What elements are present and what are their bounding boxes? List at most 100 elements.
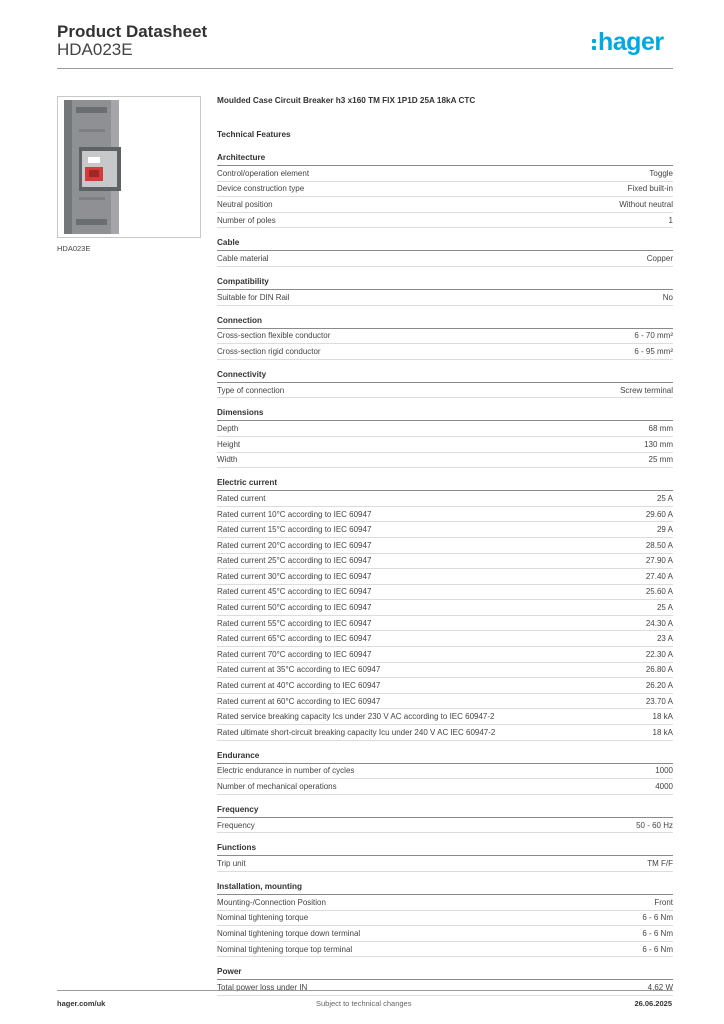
spec-label: Rated service breaking capacity Ics unde…	[217, 712, 495, 722]
spec-row: Rated service breaking capacity Ics unde…	[217, 709, 673, 726]
spec-label: Cable material	[217, 254, 269, 264]
spec-label: Suitable for DIN Rail	[217, 292, 290, 302]
spec-row: Rated current at 40°C according to IEC 6…	[217, 678, 673, 694]
spec-label: Type of connection	[217, 385, 285, 395]
spec-row: Nominal tightening torque top terminal 6 …	[217, 942, 673, 958]
spec-value: Without neutral	[619, 199, 673, 209]
spec-value: 25.60 A	[645, 587, 673, 597]
spec-label: Mounting-/Connection Position	[217, 897, 326, 907]
spec-value: 26.80 A	[645, 665, 673, 675]
spec-value: 25 mm	[648, 455, 673, 465]
spec-value: 1	[668, 215, 673, 225]
spec-label: Depth	[217, 424, 239, 434]
spec-value: 29.60 A	[645, 509, 673, 519]
spec-label: Electric endurance in number of cycles	[217, 766, 355, 776]
section-title: Frequency	[217, 804, 673, 818]
spec-label: Nominal tightening torque down terminal	[217, 928, 361, 938]
spec-value: 23.70 A	[645, 696, 673, 706]
spec-label: Number of mechanical operations	[217, 782, 337, 792]
section-title: Dimensions	[217, 407, 673, 422]
spec-row: Rated current 65°C according to IEC 6094…	[217, 631, 673, 648]
spec-label: Neutral position	[217, 199, 273, 209]
spec-value: 25 A	[656, 493, 673, 503]
spec-label: Rated current 55°C according to IEC 6094…	[217, 618, 372, 628]
features-heading: Technical Features	[217, 130, 291, 139]
section-title: Electric current	[217, 477, 673, 492]
spec-row: Height 130 mm	[217, 437, 673, 453]
section-title: Cable	[217, 237, 673, 252]
spec-row: Type of connection Screw terminal	[217, 383, 673, 399]
spec-value: 18 kA	[652, 712, 673, 722]
spec-value: 26.20 A	[645, 681, 673, 691]
spec-label: Height	[217, 439, 241, 449]
spec-label: Rated current 45°C according to IEC 6094…	[217, 587, 372, 597]
spec-label: Trip unit	[217, 859, 246, 869]
spec-value: 68 mm	[648, 424, 673, 434]
footer-website-link[interactable]: hager.com/uk	[57, 999, 106, 1008]
spec-row: Cable material Copper	[217, 251, 673, 267]
spec-value: 29 A	[656, 525, 673, 535]
spec-label: Rated current at 40°C according to IEC 6…	[217, 681, 381, 691]
section-title: Architecture	[217, 152, 673, 166]
spec-row: Electric endurance in number of cycles 10…	[217, 764, 673, 780]
spec-row: Rated current at 35°C according to IEC 6…	[217, 663, 673, 679]
spec-label: Total power loss under IN	[217, 983, 308, 993]
spec-label: Rated current at 35°C according to IEC 6…	[217, 665, 381, 675]
spec-row: Rated current 20°C according to IEC 6094…	[217, 538, 673, 554]
spec-label: Cross-section flexible conductor	[217, 331, 331, 341]
spec-label: Device construction type	[217, 184, 305, 194]
page-title: Product Datasheet	[57, 22, 208, 41]
section-title: Connectivity	[217, 369, 673, 383]
spec-value: 27.40 A	[645, 571, 673, 581]
spec-value: 6 - 6 Nm	[642, 944, 673, 954]
spec-label: Frequency	[217, 820, 255, 830]
spec-row: Rated ultimate short-circuit breaking ca…	[217, 725, 673, 741]
section-title: Endurance	[217, 750, 673, 764]
spec-row: Rated current 10°C according to IEC 6094…	[217, 507, 673, 523]
spec-row: Rated current 45°C according to IEC 6094…	[217, 585, 673, 601]
logo-text: hager	[598, 27, 664, 56]
spec-value: 1000	[655, 766, 673, 776]
spec-value: 6 - 6 Nm	[642, 913, 673, 923]
spec-value: 6 - 70 mm²	[634, 331, 673, 341]
spec-row: Rated current 55°C according to IEC 6094…	[217, 616, 673, 632]
hager-logo[interactable]: hager	[592, 27, 664, 57]
spec-value: 130 mm	[644, 439, 673, 449]
header-divider	[57, 68, 673, 69]
spec-label: Rated current 30°C according to IEC 6094…	[217, 571, 372, 581]
spec-value: 28.50 A	[645, 540, 673, 550]
spec-value: Copper	[646, 254, 673, 264]
spec-label: Rated current 10°C according to IEC 6094…	[217, 509, 372, 519]
product-code: HDA023E	[57, 40, 133, 59]
logo-dots-icon	[592, 38, 596, 50]
spec-label: Rated current 25°C according to IEC 6094…	[217, 556, 372, 566]
spec-value: 27.90 A	[645, 556, 673, 566]
spec-value: Screw terminal	[620, 385, 673, 395]
spec-value: 4.62 W	[647, 983, 673, 993]
spec-label: Nominal tightening torque top terminal	[217, 944, 353, 954]
spec-label: Nominal tightening torque	[217, 913, 309, 923]
spec-label: Rated current 50°C according to IEC 6094…	[217, 603, 372, 613]
spec-row: Total power loss under IN 4.62 W	[217, 980, 673, 996]
footer-divider	[57, 990, 673, 991]
spec-label: Rated ultimate short-circuit breaking ca…	[217, 727, 496, 737]
